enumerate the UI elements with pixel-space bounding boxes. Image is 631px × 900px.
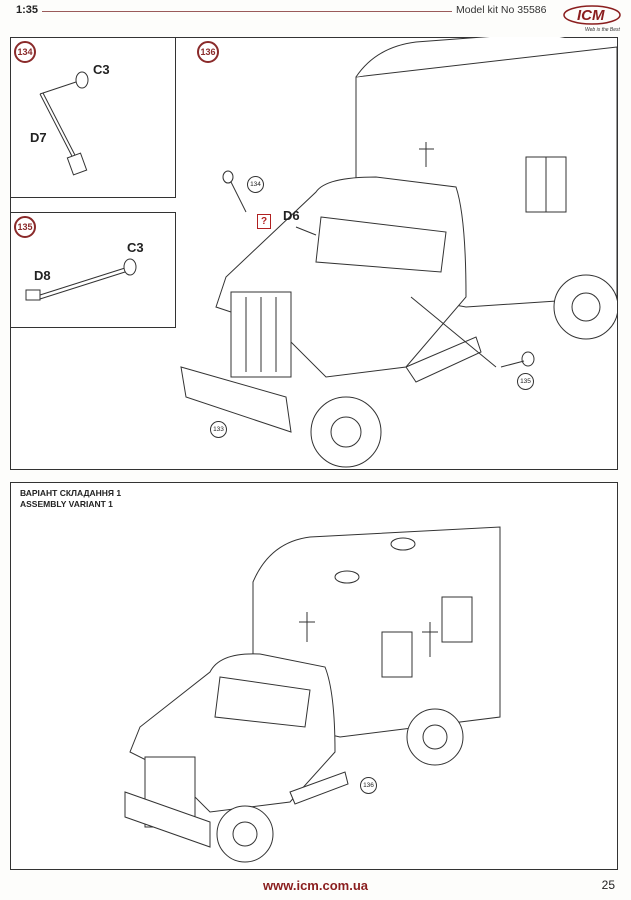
part-label-d8: D8: [34, 268, 51, 283]
part-label-c3: C3: [93, 62, 110, 77]
svg-text:ICM: ICM: [577, 7, 605, 24]
step-number-136: 136: [197, 41, 219, 63]
callout-134: 134: [247, 176, 264, 193]
step-134-drawing: [39, 71, 89, 176]
icm-logo: ICM Web is the Best: [557, 2, 627, 34]
kit-number: Model kit No 35586: [456, 4, 547, 16]
page-number: 25: [601, 878, 615, 892]
part-label-c3: C3: [127, 240, 144, 255]
part-label-d6: D6: [283, 208, 300, 223]
callout-133: 133: [210, 421, 227, 438]
scale-label: 1:35: [16, 4, 39, 16]
callout-136: 136: [360, 777, 377, 794]
step-number-135: 135: [14, 216, 36, 238]
step-number-134: 134: [14, 41, 36, 63]
callout-135: 135: [517, 373, 534, 390]
step-134-panel: [10, 37, 176, 198]
step-135-drawing: [25, 258, 137, 301]
part-label-d7: D7: [30, 130, 47, 145]
svg-text:Web is the Best: Web is the Best: [585, 27, 621, 33]
step-135-panel: [10, 212, 176, 328]
truck-drawing-variant: [124, 526, 501, 863]
header-divider: [42, 11, 452, 12]
variant-title-ua: ВАРІАНТ СКЛАДАННЯ 1: [20, 488, 122, 498]
question-mark-box: ?: [257, 214, 271, 229]
truck-drawing-step-136: [180, 37, 617, 468]
website-link[interactable]: www.icm.com.ua: [263, 878, 368, 893]
variant-title-en: ASSEMBLY VARIANT 1: [20, 499, 113, 509]
